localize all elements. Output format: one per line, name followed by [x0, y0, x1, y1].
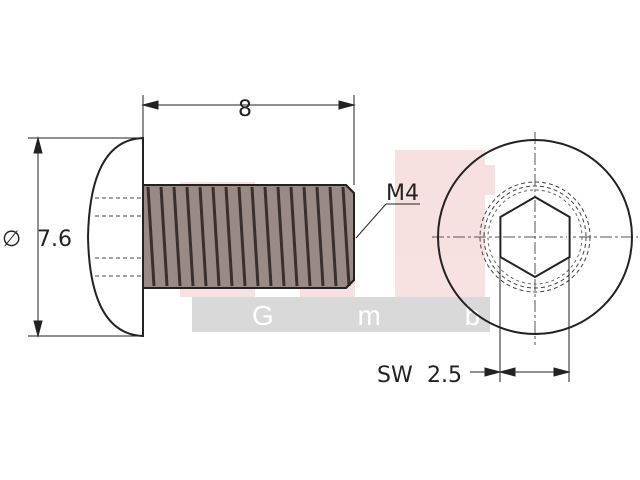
thread-circle-core — [487, 189, 583, 285]
thread-crest — [315, 186, 325, 287]
length-dimension-label: 8 — [238, 97, 252, 122]
thread-crest — [146, 186, 156, 287]
thread-crest — [341, 186, 351, 287]
screw-head — [86, 136, 144, 338]
head-outline — [437, 139, 633, 335]
thread-crest — [237, 186, 247, 287]
thread-crest — [159, 186, 169, 287]
thread-callout-label: M4 — [386, 181, 419, 206]
thread-crest — [276, 186, 286, 287]
thread-circle-inner — [483, 185, 587, 289]
thread-crest — [250, 186, 260, 287]
thread-crest — [289, 186, 299, 287]
watermark-bar — [192, 297, 490, 332]
threaded-shank — [142, 184, 355, 289]
watermark-logo-shape — [455, 165, 495, 195]
diameter-dimension-label: 7.6 — [37, 227, 72, 252]
end-view — [432, 132, 638, 345]
thread-callout-leader — [355, 203, 420, 239]
thread-crest — [263, 186, 273, 287]
thread-crest — [328, 186, 338, 287]
diameter-symbol: ∅ — [2, 227, 21, 252]
thread-crest — [224, 186, 234, 287]
socket-size-dimension — [470, 257, 571, 382]
socket-hidden-lines — [95, 197, 143, 277]
thread-crest — [185, 186, 195, 287]
diameter-dimension — [28, 136, 143, 338]
thread-circle-outer — [479, 181, 591, 293]
length-dimension — [141, 95, 356, 185]
thread-crest — [302, 186, 312, 287]
thread-crest — [198, 186, 208, 287]
socket-size-label: SW — [377, 363, 413, 388]
thread-crest — [211, 186, 221, 287]
thread-crest — [172, 186, 182, 287]
socket-size-value: 2.5 — [427, 363, 462, 388]
watermark-text: G m b H — [252, 300, 622, 331]
